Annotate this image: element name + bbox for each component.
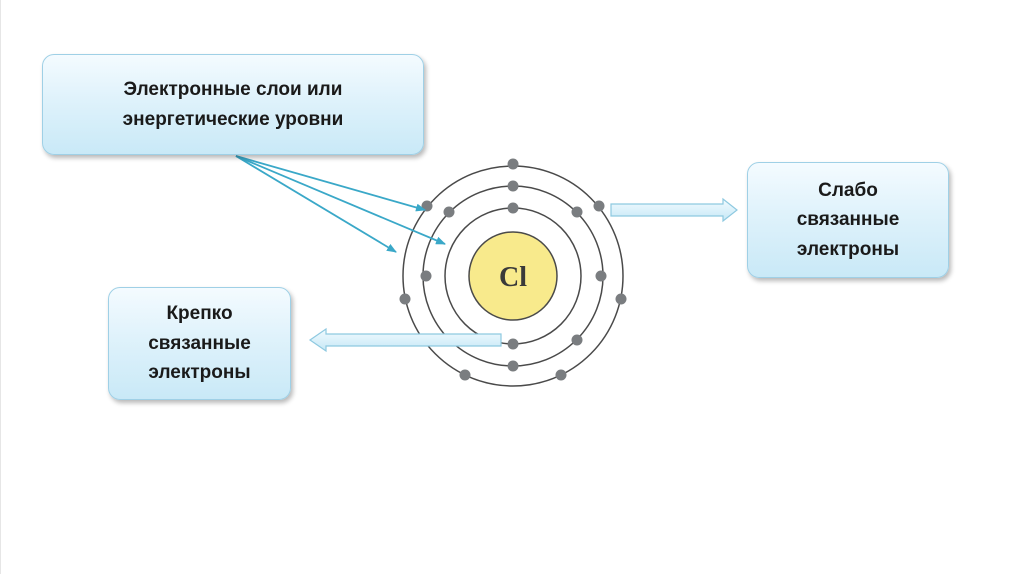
label-text: энергетические уровни (122, 108, 344, 130)
electron (399, 293, 411, 305)
label-text: связанные (796, 209, 900, 231)
label-box-strongly-bound: Крепко связанные электроны (108, 287, 291, 400)
electron (507, 158, 519, 170)
label-text: электроны (796, 238, 900, 260)
electron (571, 206, 583, 218)
electron (507, 360, 519, 372)
label-box-electron-layers: Электронные слои или энергетические уров… (42, 54, 424, 155)
element-symbol: Cl (499, 262, 527, 293)
electron (595, 270, 607, 282)
electron (615, 293, 627, 305)
label-box-weakly-bound: Слабо связанные электроны (747, 162, 949, 278)
electrons-shell-1 (507, 202, 519, 350)
electron (459, 369, 471, 381)
layer-pointer-arrows (235, 155, 446, 253)
pointer-arrow-outer (235, 155, 426, 212)
block-arrow-right (610, 197, 738, 223)
electron (507, 202, 519, 214)
nucleus (468, 231, 558, 321)
pointer-arrow-middle (235, 155, 446, 245)
electron (571, 334, 583, 346)
label-text: Слабо (818, 179, 878, 201)
electron (420, 270, 432, 282)
block-arrow-left (308, 327, 502, 353)
pointer-arrow-inner (235, 155, 397, 253)
electron (443, 206, 455, 218)
electron (507, 180, 519, 192)
electron (555, 369, 567, 381)
label-text: электроны (148, 362, 251, 384)
electron (507, 338, 519, 350)
label-text: Крепко (166, 303, 233, 325)
electron (593, 200, 605, 212)
label-text: связанные (148, 332, 251, 354)
label-text: Электронные слои или (123, 79, 343, 101)
